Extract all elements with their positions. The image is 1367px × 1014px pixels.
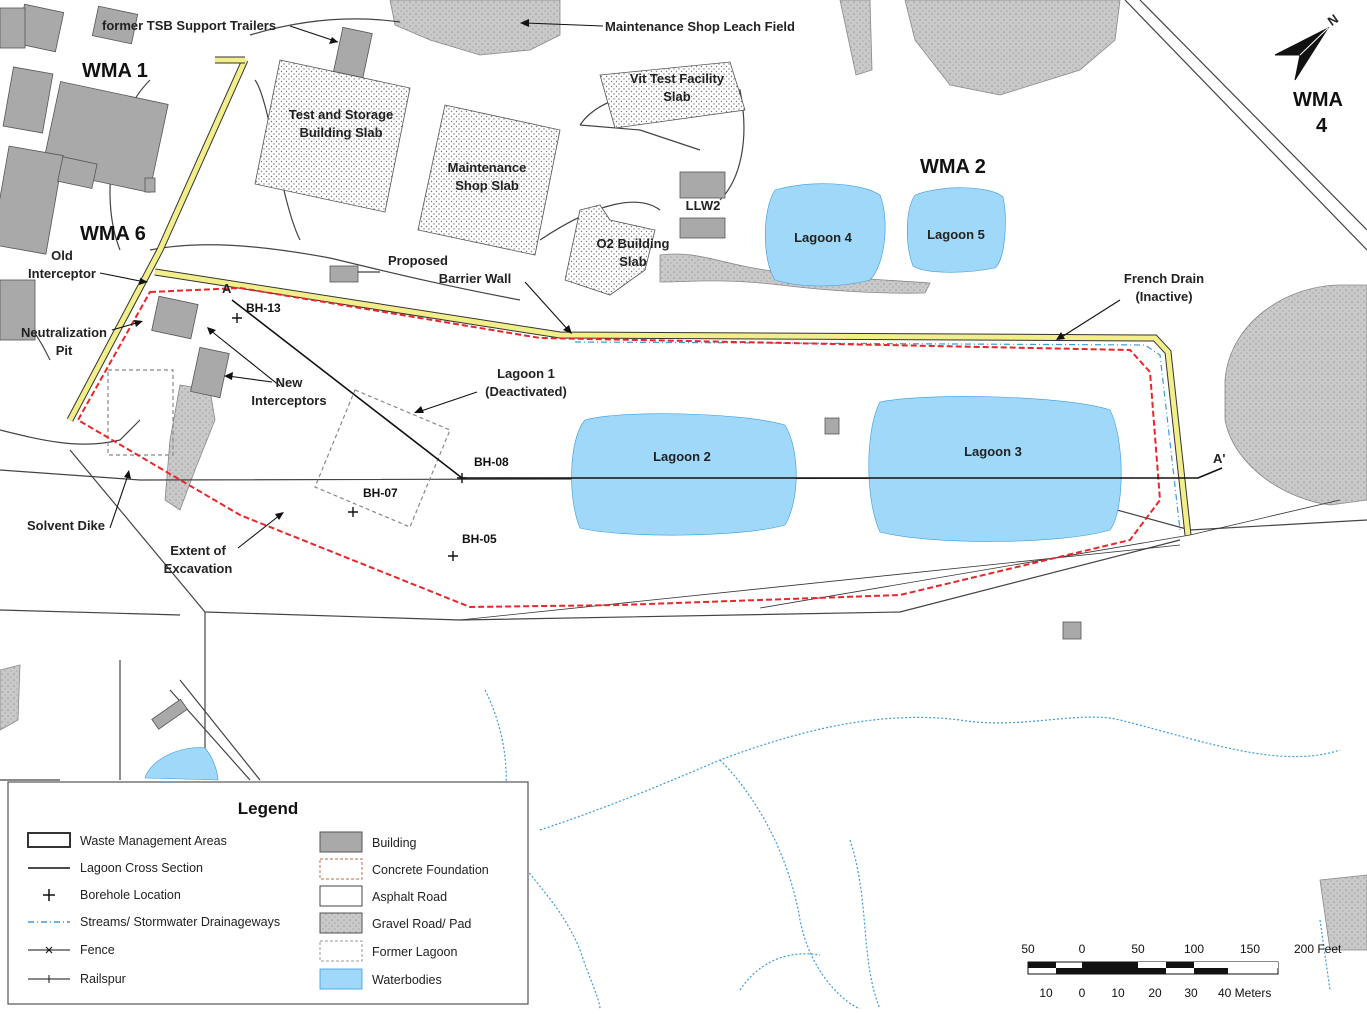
section-start-label: A <box>222 281 232 296</box>
scale-feet-tick-3: 100 <box>1184 942 1204 956</box>
leader-arrowheads <box>124 19 1065 520</box>
wma4-label-line2: 4 <box>1316 115 1328 137</box>
borehole-markers <box>232 313 467 561</box>
cross-section-labels: A A' BH-13 BH-08 BH-07 BH-05 <box>222 281 1225 546</box>
neutralization-label-2: Pit <box>56 343 73 358</box>
legend-water-symbol <box>319 968 363 990</box>
legend-item-concrete: Concrete Foundation <box>372 863 489 877</box>
section-end-label: A' <box>1213 451 1225 466</box>
new-interceptors-label-2: Interceptors <box>251 393 326 408</box>
scale-meter-tick-2: 10 <box>1111 986 1125 1000</box>
wma1-label: WMA 1 <box>82 60 148 82</box>
legend-title: Legend <box>238 799 298 818</box>
bh07-label: BH-07 <box>363 486 398 500</box>
lagoon4-label: Lagoon 4 <box>794 230 853 245</box>
structure-labels: former TSB Support Trailers Maintenance … <box>21 18 1204 576</box>
french-drain-label-1: French Drain <box>1124 271 1204 286</box>
o2-building-label-1: O2 Building <box>597 236 670 251</box>
legend: Legend Waste Management Areas Lagoon Cro… <box>7 781 529 1005</box>
stormwater-drainage <box>574 341 1181 531</box>
buildings <box>0 3 1082 730</box>
lagoon5-label: Lagoon 5 <box>927 227 985 242</box>
old-interceptor-label-1: Old <box>51 248 73 263</box>
scale-feet-tick-4: 150 <box>1240 942 1260 956</box>
french-drain-label-2: (Inactive) <box>1135 289 1192 304</box>
legend-item-railspur: Railspur <box>80 972 126 986</box>
legend-item-borehole: Borehole Location <box>80 888 181 902</box>
concrete-slabs <box>254 59 746 296</box>
wma6-label: WMA 6 <box>80 223 146 245</box>
scale-meter-tick-0: 10 <box>1039 986 1053 1000</box>
bh05-label: BH-05 <box>462 532 497 546</box>
legend-item-stream: Streams/ Stormwater Drainageways <box>80 915 280 929</box>
o2-building-label-2: Slab <box>619 254 647 269</box>
former-lagoons <box>107 369 451 528</box>
legend-railspur-symbol <box>28 975 70 983</box>
legend-item-section: Lagoon Cross Section <box>80 861 203 875</box>
proposed-wall-label-2: Barrier Wall <box>439 271 512 286</box>
scale-feet-tick-1: 0 <box>1079 942 1086 956</box>
solvent-dike-label: Solvent Dike <box>27 518 105 533</box>
proposed-wall-label-1: Proposed <box>388 253 448 268</box>
north-arrow-icon <box>1274 26 1330 81</box>
wma-labels: WMA 1 WMA 2 WMA 4 WMA 6 <box>80 60 1343 245</box>
french-drain <box>66 56 1192 536</box>
legend-item-fence: Fence <box>80 943 115 957</box>
wma2-label: WMA 2 <box>920 156 986 178</box>
old-interceptor-label-2: Interceptor <box>28 266 96 281</box>
leach-field-label: Maintenance Shop Leach Field <box>605 19 795 34</box>
scale-meter-tick-1: 0 <box>1079 986 1086 1000</box>
lagoon1-label-2: (Deactivated) <box>485 384 567 399</box>
bh08-label: BH-08 <box>474 455 509 469</box>
lagoon2-label: Lagoon 2 <box>653 449 711 464</box>
excavation-label-1: Extent of <box>170 543 226 558</box>
leader-arrows <box>99 22 1121 549</box>
vit-test-label-2: Slab <box>663 89 691 104</box>
water-bodies <box>144 183 1122 781</box>
lagoon-labels: Lagoon 1 (Deactivated) Lagoon 2 Lagoon 3… <box>485 227 1022 464</box>
excavation-label-2: Excavation <box>164 561 233 576</box>
cross-section-line <box>231 299 1223 479</box>
legend-borehole-symbol <box>43 889 55 901</box>
bh13-label: BH-13 <box>246 301 281 315</box>
legend-item-water: Waterbodies <box>372 973 442 987</box>
legend-fence-symbol <box>28 946 70 954</box>
llw2-label: LLW2 <box>686 198 721 213</box>
wma4-label-line1: WMA <box>1293 89 1343 111</box>
legend-former-lagoon-symbol <box>319 940 363 962</box>
maint-shop-label-1: Maintenance <box>448 160 527 175</box>
scale-meter-tick-3: 20 <box>1148 986 1162 1000</box>
legend-item-building: Building <box>372 836 417 850</box>
legend-item-gravel: Gravel Road/ Pad <box>372 917 471 931</box>
legend-item-asphalt: Asphalt Road <box>372 890 447 904</box>
legend-item-wma: Waste Management Areas <box>80 834 227 848</box>
legend-building-symbol <box>319 831 363 853</box>
legend-asphalt-symbol <box>319 885 363 907</box>
scale-feet-tick-0: 50 <box>1021 942 1035 956</box>
maint-shop-label-2: Shop Slab <box>455 178 519 193</box>
scale-bar: 50 0 50 100 150 200 Feet 10 0 10 20 30 4… <box>1021 942 1342 1000</box>
scale-feet-tick-2: 50 <box>1131 942 1145 956</box>
scale-feet-end: 200 Feet <box>1294 942 1342 956</box>
test-storage-label-1: Test and Storage <box>289 107 394 122</box>
lagoon1-label-1: Lagoon 1 <box>497 366 555 381</box>
new-interceptors-label-1: New <box>276 375 304 390</box>
lagoon3-label: Lagoon 3 <box>964 444 1022 459</box>
legend-concrete-symbol <box>319 858 363 880</box>
legend-gravel-symbol <box>319 912 363 934</box>
scale-meter-end: 40 Meters <box>1218 986 1271 1000</box>
excavation-boundary <box>76 286 1162 609</box>
legend-wma-symbol <box>27 832 71 848</box>
neutralization-label-1: Neutralization <box>21 325 107 340</box>
test-storage-label-2: Building Slab <box>299 125 382 140</box>
legend-item-former-lagoon: Former Lagoon <box>372 945 458 959</box>
vit-test-label-1: Vit Test Facility <box>630 71 725 86</box>
scale-meter-tick-4: 30 <box>1184 986 1198 1000</box>
tsb-trailers-label: former TSB Support Trailers <box>102 18 276 33</box>
